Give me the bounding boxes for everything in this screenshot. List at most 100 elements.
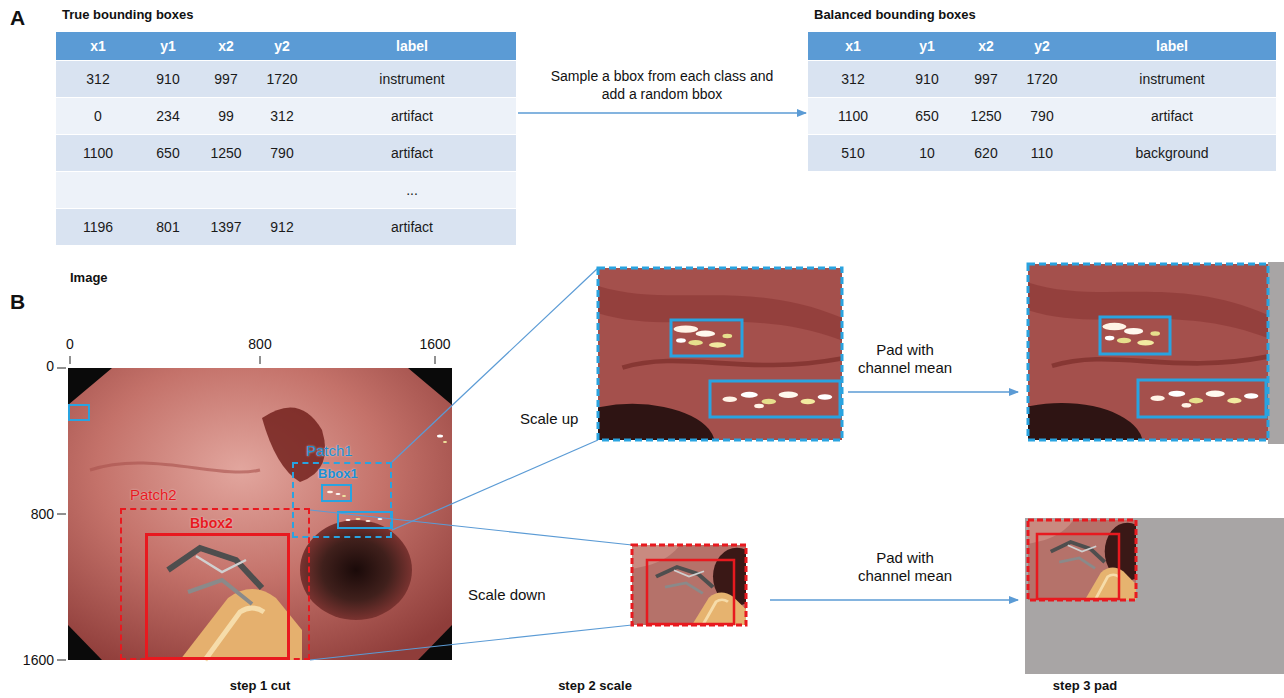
axis-tick (57, 356, 435, 660)
table-cell: 312 (256, 98, 308, 134)
table-cell: 997 (196, 61, 256, 97)
axis-tick (435, 356, 436, 364)
patch-box: Patch2Bbox2 (120, 508, 310, 660)
axis-tick (70, 356, 71, 364)
table-cell: 99 (196, 98, 256, 134)
endoscopy-image (68, 368, 452, 660)
leader-line (310, 510, 632, 545)
table-background (56, 209, 516, 245)
table-background (56, 172, 516, 208)
table-cell: 801 (140, 209, 196, 245)
table-cell: 650 (898, 98, 956, 134)
endoscopy-image (366, 520, 371, 522)
scaled-patch (710, 381, 840, 417)
endoscopy-image (300, 520, 412, 620)
table-cell: 620 (956, 135, 1016, 171)
endoscopy-image (356, 518, 361, 520)
table-cell: 1720 (1016, 61, 1068, 97)
axis-number: 1600 (8, 652, 54, 668)
bbox-outline (322, 485, 351, 501)
axis-tick (57, 660, 66, 661)
endoscopy-image (437, 435, 443, 438)
table-cell: 1720 (256, 61, 308, 97)
table-cell: 1250 (956, 98, 1016, 134)
scaled-patch (632, 545, 761, 625)
connector (518, 112, 806, 113)
table-background (808, 32, 1276, 60)
scaled-patch (549, 268, 842, 625)
endoscopy-image (68, 368, 452, 660)
table-cell: 997 (956, 61, 1016, 97)
table-cell: instrument (1068, 61, 1276, 97)
scaled-patch (647, 560, 734, 624)
text-label: step 1 cut (200, 678, 320, 693)
text-label: step 2 scale (535, 678, 655, 693)
padded-patch (1025, 518, 1284, 674)
table-background (56, 61, 516, 97)
node-label: Bbox2 (190, 515, 233, 531)
endoscopy-image (346, 519, 351, 521)
endoscopy-image (196, 556, 246, 572)
table-cell: label (308, 32, 516, 60)
edge-label: Sample a bbox from each class and add a … (537, 67, 787, 103)
scaled-patch (671, 320, 742, 356)
axis-number: 800 (240, 336, 280, 352)
leader-line (392, 440, 598, 530)
table-cell: 910 (140, 61, 196, 97)
table-cell: background (1068, 135, 1276, 171)
table-cell: y1 (140, 32, 196, 60)
padded-patch (1037, 534, 1119, 599)
table-cell: 790 (1016, 98, 1068, 134)
endoscopy-image (90, 463, 260, 472)
padded-patch (1028, 520, 1150, 600)
table-cell: 912 (256, 209, 308, 245)
table-background (56, 98, 516, 134)
table-cell: 110 (1016, 135, 1068, 171)
text-label: Pad with channel mean (850, 549, 960, 585)
table-cell: 234 (140, 98, 196, 134)
table-cell: 1100 (808, 98, 898, 134)
table-cell: 10 (898, 135, 956, 171)
table-cell: x1 (56, 32, 140, 60)
node-label: True bounding boxes (62, 7, 193, 22)
table-cell: 1250 (196, 135, 256, 171)
table-cell: y2 (1016, 32, 1068, 60)
node-label: Balanced bounding boxes (814, 7, 976, 22)
padded-patch (980, 262, 1284, 674)
table-cell: 650 (140, 135, 196, 171)
text-label: Scale down (468, 586, 568, 603)
axis-number: 0 (50, 336, 90, 352)
table-cell: label (1068, 32, 1276, 60)
arrow (848, 391, 1018, 392)
bbox-box: Bbox2 (145, 533, 290, 660)
table-cell: y1 (898, 32, 956, 60)
text-label: Pad with channel mean (850, 341, 960, 377)
endoscopy-image (180, 589, 302, 660)
padded-patch (1028, 264, 1268, 440)
table-cell: x2 (196, 32, 256, 60)
arrow (770, 599, 1018, 600)
padded-patch (1100, 317, 1170, 354)
table-cell: 790 (256, 135, 308, 171)
table-cell: 510 (808, 135, 898, 171)
endoscopy-image (443, 441, 447, 443)
axis-number: 1600 (410, 336, 460, 352)
scaled-patch (549, 268, 842, 485)
table-cell: x1 (808, 32, 898, 60)
panel-letter: A (10, 6, 40, 30)
axis-number: 800 (8, 506, 54, 522)
scaled-patch (632, 545, 746, 625)
table-cell: artifact (1068, 98, 1276, 134)
table-background (56, 32, 1276, 245)
table-cell: artifact (308, 135, 516, 171)
padded-patch (980, 264, 1268, 486)
bbox-outline (69, 405, 89, 420)
axis-tick (260, 356, 261, 364)
arrow (770, 392, 1018, 600)
text-label: Image (70, 270, 160, 285)
table-cell: 1196 (56, 209, 140, 245)
endoscopy-image (342, 495, 346, 497)
